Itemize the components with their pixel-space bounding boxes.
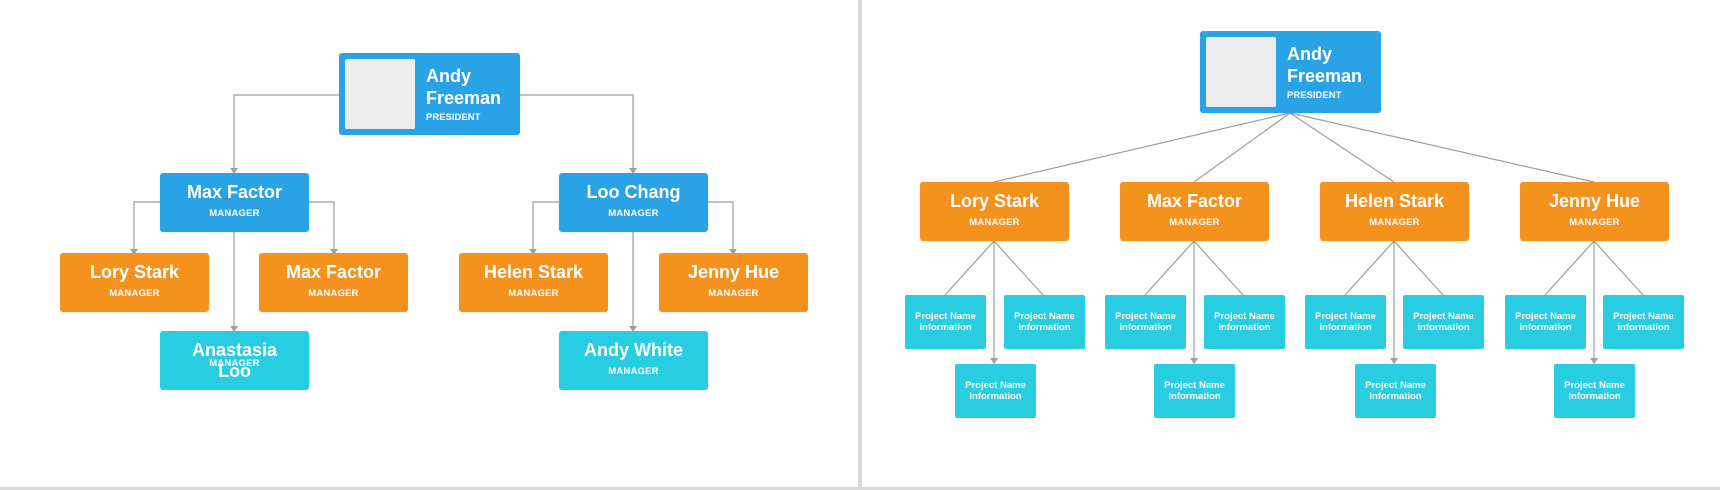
manager-title: MANAGER <box>608 208 659 219</box>
president-title: PRESIDENT <box>426 112 481 123</box>
report-name: Lory Stark <box>89 262 180 282</box>
president-photo-placeholder <box>345 59 415 129</box>
left-report-card-jenny-hue: Jenny Hue MANAGER <box>659 253 808 312</box>
project-label: Project Name information <box>1115 311 1176 333</box>
manager-name: Lory Stark <box>949 191 1040 211</box>
project-box: Project Name information <box>1355 364 1436 418</box>
project-label: Project Name information <box>1214 311 1275 333</box>
president-title: PRESIDENT <box>1287 90 1342 101</box>
report-name: Helen Stark <box>483 262 584 282</box>
project-label: Project Name information <box>1564 380 1625 402</box>
left-report-card-helen-stark: Helen Stark MANAGER <box>459 253 608 312</box>
report-title: MANAGER <box>708 288 759 299</box>
left-manager-card-max-factor: Max Factor MANAGER <box>160 173 309 232</box>
right-president-card: Andy Freeman PRESIDENT <box>1200 31 1381 113</box>
panel-divider <box>858 0 862 490</box>
project-box: Project Name information <box>1004 295 1085 349</box>
project-label: Project Name information <box>1413 311 1474 333</box>
report-name: Anastasia Loo <box>191 340 278 381</box>
project-box: Project Name information <box>1403 295 1484 349</box>
left-manager-card-loo-chang: Loo Chang MANAGER <box>559 173 708 232</box>
manager-title: MANAGER <box>1569 217 1620 228</box>
project-label: Project Name information <box>1515 311 1576 333</box>
bottom-border <box>0 487 1720 490</box>
left-report-card-andy-white: Andy White MANAGER <box>559 331 708 390</box>
project-label: Project Name information <box>1613 311 1674 333</box>
left-org-chart-panel: Andy Freeman PRESIDENT Max Factor MANAGE… <box>0 0 858 488</box>
project-label: Project Name information <box>1315 311 1376 333</box>
right-manager-card-max-factor: Max Factor MANAGER <box>1120 182 1269 241</box>
project-label: Project Name information <box>1164 380 1225 402</box>
manager-title: MANAGER <box>1169 217 1220 228</box>
president-name: Andy Freeman <box>426 66 502 108</box>
report-name: Andy White <box>584 340 683 360</box>
report-name: Max Factor <box>285 262 382 282</box>
report-title: MANAGER <box>209 358 260 369</box>
manager-name: Max Factor <box>1146 191 1243 211</box>
report-title: MANAGER <box>508 288 559 299</box>
project-label: Project Name information <box>965 380 1026 402</box>
right-manager-card-lory-stark: Lory Stark MANAGER <box>920 182 1069 241</box>
project-box: Project Name information <box>955 364 1036 418</box>
right-manager-card-jenny-hue: Jenny Hue MANAGER <box>1520 182 1669 241</box>
project-label: Project Name information <box>915 311 976 333</box>
right-manager-card-helen-stark: Helen Stark MANAGER <box>1320 182 1469 241</box>
right-org-chart-panel: Andy Freeman PRESIDENT Lory Stark MANAGE… <box>862 0 1720 488</box>
project-box: Project Name information <box>1204 295 1285 349</box>
manager-name: Helen Stark <box>1344 191 1445 211</box>
president-name: Andy Freeman <box>1287 44 1363 86</box>
manager-title: MANAGER <box>209 208 260 219</box>
left-report-card-max-factor: Max Factor MANAGER <box>259 253 408 312</box>
report-title: MANAGER <box>109 288 160 299</box>
manager-name: Max Factor <box>186 182 283 202</box>
project-label: Project Name information <box>1014 311 1075 333</box>
left-report-card-anastasia-loo: Anastasia Loo MANAGER <box>160 331 309 390</box>
project-box: Project Name information <box>1554 364 1635 418</box>
right-connector-lines <box>944 112 1644 364</box>
left-connector-lines <box>130 94 737 332</box>
manager-name: Jenny Hue <box>1548 191 1641 211</box>
president-photo-placeholder <box>1206 37 1276 107</box>
report-name: Jenny Hue <box>687 262 780 282</box>
project-box: Project Name information <box>905 295 986 349</box>
project-box: Project Name information <box>1105 295 1186 349</box>
manager-title: MANAGER <box>1369 217 1420 228</box>
project-label: Project Name information <box>1365 380 1426 402</box>
project-box: Project Name information <box>1603 295 1684 349</box>
left-report-card-lory-stark: Lory Stark MANAGER <box>60 253 209 312</box>
project-box: Project Name information <box>1154 364 1235 418</box>
left-president-card: Andy Freeman PRESIDENT <box>339 53 520 135</box>
project-box: Project Name information <box>1505 295 1586 349</box>
project-box: Project Name information <box>1305 295 1386 349</box>
report-title: MANAGER <box>308 288 359 299</box>
manager-name: Loo Chang <box>586 182 681 202</box>
report-title: MANAGER <box>608 366 659 377</box>
manager-title: MANAGER <box>969 217 1020 228</box>
